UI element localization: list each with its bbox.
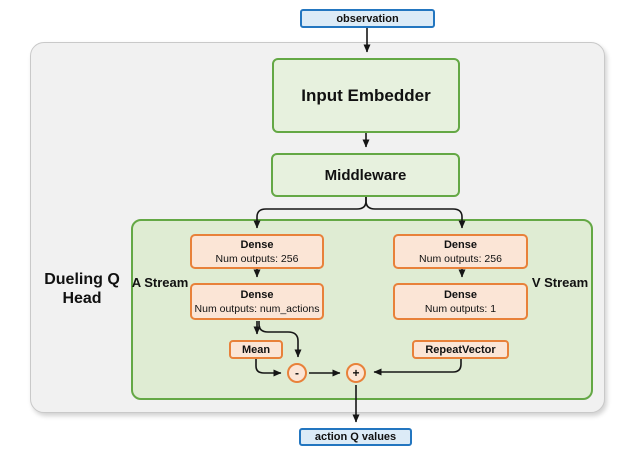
a-dense-actions-title: Dense — [240, 288, 274, 301]
v-dense-1-title: Dense — [443, 288, 477, 301]
observation-node: observation — [300, 9, 435, 28]
a-dense-256-title: Dense — [240, 238, 274, 251]
mean-node: Mean — [229, 340, 283, 359]
subtract-op-node: - — [287, 363, 307, 383]
middleware-node: Middleware — [271, 153, 460, 197]
a-stream-label: A Stream — [131, 275, 189, 290]
a-dense-actions-subtitle: Num outputs: num_actions — [194, 302, 320, 315]
add-op-node: + — [346, 363, 366, 383]
v-stream-label: V Stream — [531, 275, 589, 290]
v-dense-1-node: Dense Num outputs: 1 — [393, 283, 528, 320]
a-dense-256-node: Dense Num outputs: 256 — [190, 234, 324, 269]
v-dense-256-title: Dense — [443, 238, 477, 251]
dueling-q-head-label: Dueling Q Head — [44, 271, 120, 307]
a-dense-actions-node: Dense Num outputs: num_actions — [190, 283, 324, 320]
a-dense-256-subtitle: Num outputs: 256 — [215, 252, 299, 265]
repeat-vector-node: RepeatVector — [412, 340, 509, 359]
v-dense-256-node: Dense Num outputs: 256 — [393, 234, 528, 269]
v-dense-1-subtitle: Num outputs: 1 — [424, 302, 497, 315]
input-embedder-node: Input Embedder — [272, 58, 460, 133]
v-dense-256-subtitle: Num outputs: 256 — [419, 252, 502, 265]
action-q-values-node: action Q values — [299, 428, 412, 446]
